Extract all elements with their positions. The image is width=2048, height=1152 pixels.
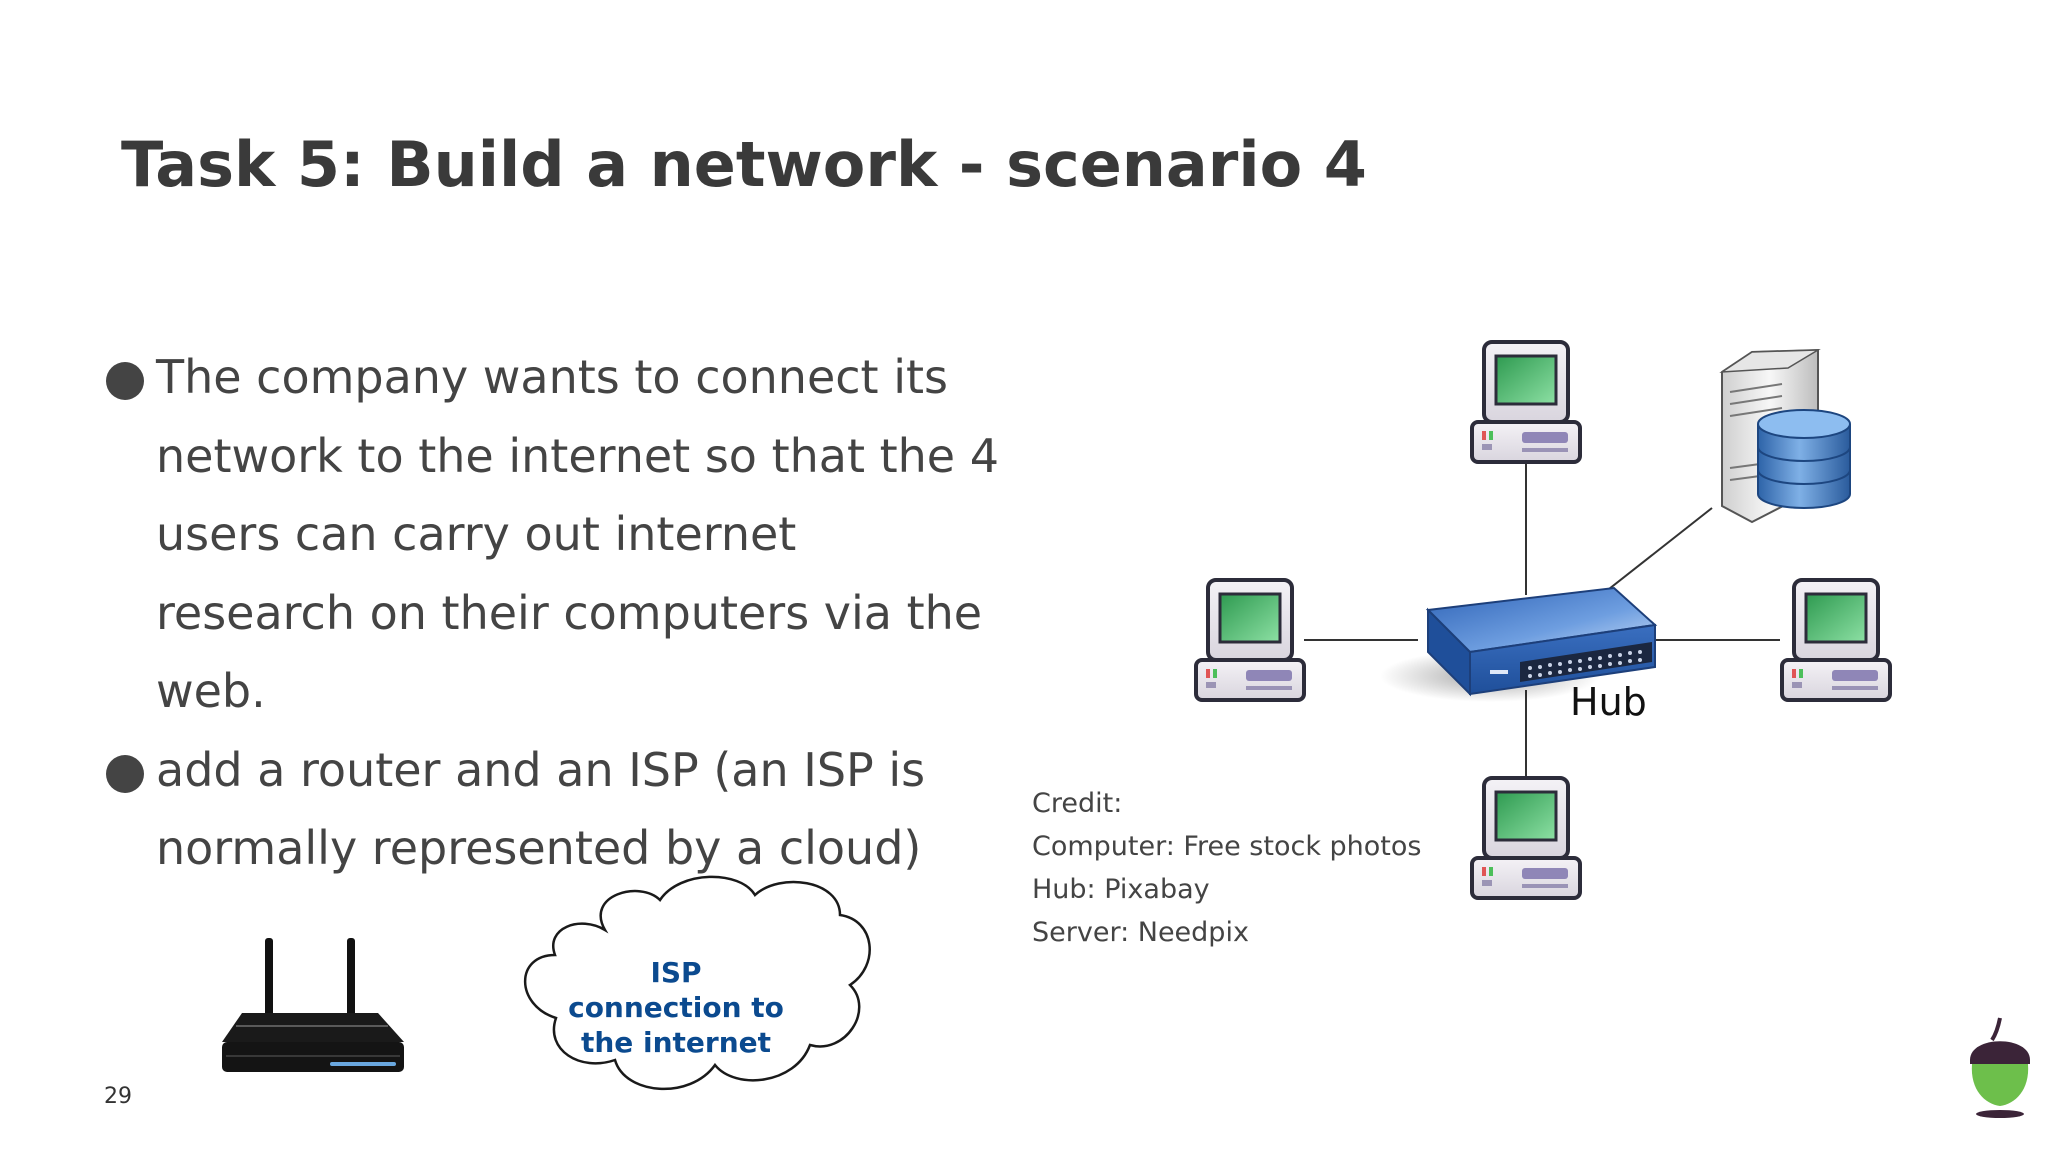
credit-line: Computer: Free stock photos [1032, 831, 1422, 862]
hub-icon [1380, 586, 1658, 702]
slide-title: Task 5: Build a network - scenario 4 [121, 128, 1367, 201]
bullet-list: The company wants to connect its network… [104, 338, 1004, 888]
cloud-label-line: ISP [650, 956, 701, 989]
cloud-label-line: connection to [568, 991, 784, 1024]
bullet-item: add a router and an ISP (an ISP is norma… [104, 731, 1004, 888]
credit-line: Server: Needpix [1032, 917, 1249, 948]
hub-label: Hub [1570, 680, 1647, 724]
credit-block: Credit: Computer: Free stock photos Hub:… [1032, 782, 1421, 954]
computer-icon [1470, 776, 1582, 900]
cloud-icon: ISP connection to the internet [523, 875, 871, 1091]
bullet-item: The company wants to connect its network… [104, 338, 1004, 731]
router-icon [222, 938, 404, 1072]
bullet-text: The company wants to connect its network… [156, 350, 999, 718]
credit-heading: Credit: [1032, 788, 1123, 819]
acorn-logo-icon [1970, 1017, 2030, 1118]
page-number: 29 [104, 1084, 132, 1109]
credit-line: Hub: Pixabay [1032, 874, 1210, 905]
computer-icon [1470, 340, 1582, 464]
bullet-dot-icon [106, 754, 144, 793]
bullet-dot-icon [106, 362, 144, 400]
bullet-text: add a router and an ISP (an ISP is norma… [156, 742, 926, 876]
connection-lines [1304, 462, 1780, 778]
cloud-label-line: the internet [581, 1026, 771, 1059]
computer-icon [1780, 578, 1892, 702]
server-icon [1719, 348, 1851, 524]
computer-icon [1194, 578, 1306, 702]
